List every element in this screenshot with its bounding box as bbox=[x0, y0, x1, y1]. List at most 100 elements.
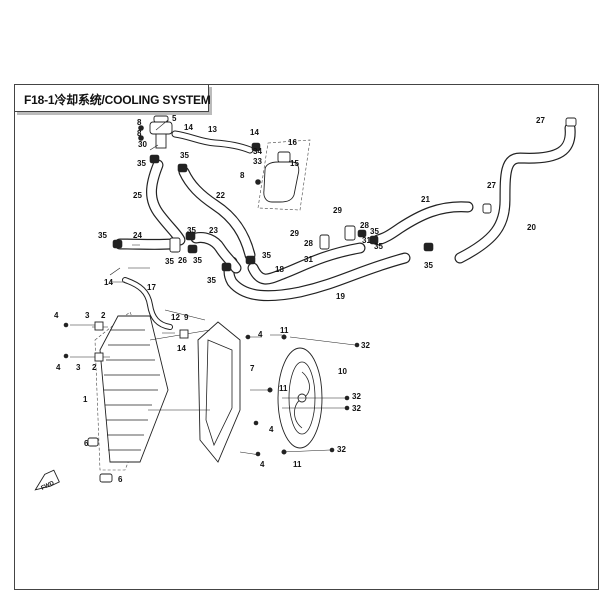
clamp-35-h bbox=[185, 231, 196, 241]
callout: 15 bbox=[290, 159, 299, 168]
callout: 25 bbox=[133, 191, 142, 200]
radiator-cap bbox=[153, 115, 169, 123]
callout: 17 bbox=[147, 283, 156, 292]
callout: 13 bbox=[208, 125, 217, 134]
fitting-28a bbox=[319, 234, 330, 250]
callout: 35 bbox=[262, 251, 271, 260]
callout: 9 bbox=[184, 313, 189, 322]
callout: 32 bbox=[361, 341, 370, 350]
reservoir-tank bbox=[263, 161, 300, 203]
overflow-tank bbox=[255, 139, 311, 211]
callout: 35 bbox=[370, 227, 379, 236]
clamp-35-c bbox=[369, 235, 379, 245]
callout: 35 bbox=[137, 159, 146, 168]
radiator-core bbox=[99, 315, 169, 463]
clamp-35-a bbox=[149, 154, 160, 164]
radiator bbox=[87, 311, 169, 483]
clamp-31 bbox=[357, 229, 367, 238]
callout: 4 bbox=[260, 460, 265, 469]
callout: 2 bbox=[92, 363, 97, 372]
callout: 30 bbox=[138, 140, 147, 149]
page-title: F18-1冷却系统/COOLING SYSTEM bbox=[24, 93, 211, 107]
callout: 34 bbox=[253, 147, 262, 156]
title-box: F18-1冷却系统/COOLING SYSTEM bbox=[14, 84, 211, 112]
callout: 19 bbox=[336, 292, 345, 301]
clamps bbox=[112, 117, 577, 272]
callout: 14 bbox=[184, 123, 193, 132]
clamp-35-b bbox=[177, 163, 188, 173]
callout: 8 bbox=[137, 129, 142, 138]
clamp-14b bbox=[251, 142, 261, 152]
callout: 1 bbox=[83, 395, 88, 404]
callout-labels: 5 8 8 30 14 13 14 16 34 33 15 8 35 35 25… bbox=[54, 114, 545, 484]
filler-neck-assembly bbox=[138, 115, 173, 149]
hoses bbox=[114, 122, 576, 330]
callout: 35 bbox=[424, 261, 433, 270]
callout: 21 bbox=[421, 195, 430, 204]
clamp-35-i bbox=[187, 244, 198, 254]
callout: 4 bbox=[258, 330, 263, 339]
callout: 31 bbox=[362, 236, 371, 245]
callout: 11 bbox=[279, 384, 288, 393]
callout: 8 bbox=[240, 171, 245, 180]
callout: 11 bbox=[280, 326, 289, 335]
callout: 4 bbox=[56, 363, 61, 372]
callout: 20 bbox=[527, 223, 536, 232]
callout: 3 bbox=[76, 363, 81, 372]
callout: 23 bbox=[209, 226, 218, 235]
clamp-35-f bbox=[221, 262, 232, 272]
callout: 32 bbox=[337, 445, 346, 454]
callout: 2 bbox=[101, 311, 106, 320]
shroud-frame bbox=[197, 321, 241, 463]
callout: 28 bbox=[360, 221, 369, 230]
callout: 35 bbox=[374, 242, 383, 251]
fwd-label: FWD bbox=[40, 480, 56, 491]
reservoir-cap bbox=[277, 151, 291, 163]
clamp-35-e bbox=[245, 255, 256, 265]
callout: 31 bbox=[304, 255, 313, 264]
callout: 35 bbox=[98, 231, 107, 240]
callout: 4 bbox=[54, 311, 59, 320]
fwd-arrow-icon: FWD bbox=[34, 469, 60, 492]
fitting-28b bbox=[344, 225, 356, 241]
callout: 35 bbox=[187, 226, 196, 235]
callout: 35 bbox=[207, 276, 216, 285]
callout: 10 bbox=[338, 367, 347, 376]
radiator-grommet bbox=[99, 473, 113, 483]
clamp-27-mid bbox=[482, 203, 492, 214]
diagram-frame bbox=[14, 84, 599, 590]
callout: 32 bbox=[352, 404, 361, 413]
callout: 18 bbox=[275, 265, 284, 274]
filler-neck bbox=[149, 121, 173, 135]
fan-shroud bbox=[197, 321, 241, 463]
callout: 22 bbox=[216, 191, 225, 200]
callout: 29 bbox=[290, 229, 299, 238]
clamp-27-top bbox=[565, 117, 577, 127]
callout: 5 bbox=[172, 114, 177, 123]
bolts bbox=[63, 321, 360, 457]
callout: 35 bbox=[180, 151, 189, 160]
callout: 14 bbox=[177, 344, 186, 353]
callout: 7 bbox=[250, 364, 255, 373]
callout: 14 bbox=[104, 278, 113, 287]
callout: 12 bbox=[171, 313, 180, 322]
callout: 8 bbox=[137, 118, 142, 127]
callout: 4 bbox=[269, 425, 274, 434]
callout: 32 bbox=[352, 392, 361, 401]
callout: 6 bbox=[118, 475, 123, 484]
callout: 26 bbox=[178, 256, 187, 265]
hose-20 bbox=[454, 122, 576, 264]
callout: 33 bbox=[253, 157, 262, 166]
callout: 29 bbox=[333, 206, 342, 215]
callout: 6 bbox=[84, 439, 89, 448]
callout: 14 bbox=[250, 128, 259, 137]
clamp-35-right bbox=[423, 242, 434, 252]
callout: 24 bbox=[133, 231, 142, 240]
callout: 35 bbox=[193, 256, 202, 265]
callout: 27 bbox=[487, 181, 496, 190]
tee-fitting bbox=[169, 237, 181, 253]
callout: 35 bbox=[165, 257, 174, 266]
callout: 11 bbox=[293, 460, 302, 469]
radiator-mount-6 bbox=[87, 437, 99, 447]
